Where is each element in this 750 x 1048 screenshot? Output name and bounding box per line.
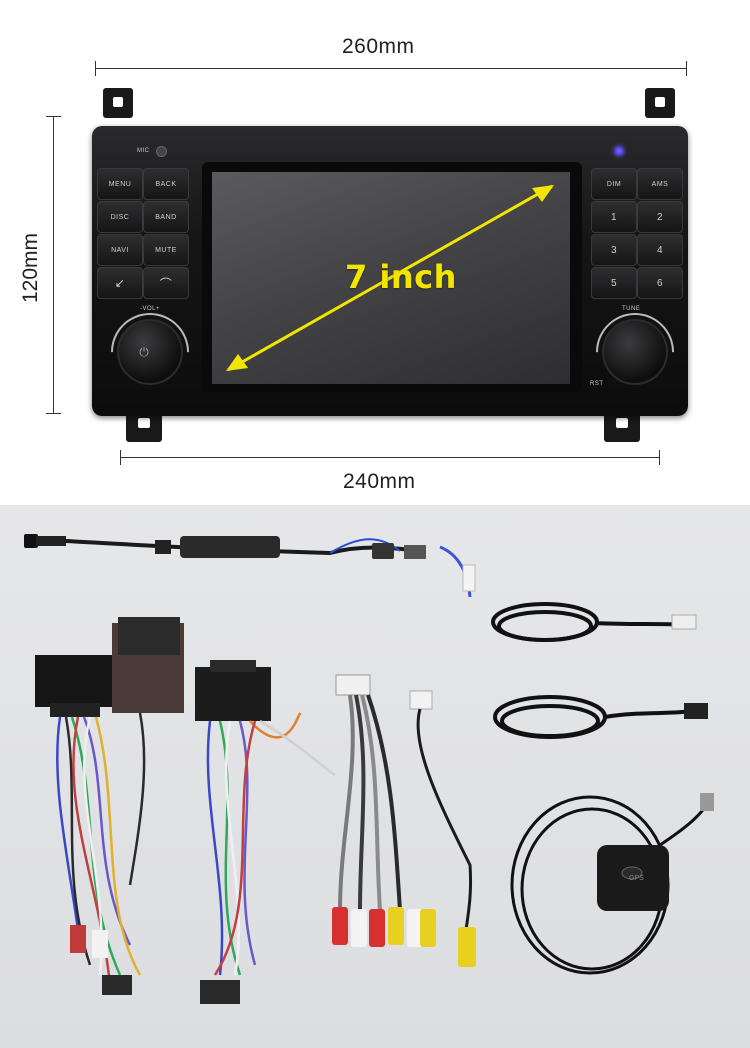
canbus-harness: [195, 660, 336, 1004]
rca-cable-bundle: [332, 674, 476, 967]
accessories-photo: GPS: [0, 505, 750, 1048]
product-diagram: 260mm 120mm 240mm MIC MENU BACK DISC BAN…: [0, 0, 750, 505]
dim-button[interactable]: DIM: [591, 168, 637, 200]
screen-size-label: 7 inch: [345, 258, 457, 296]
status-led-icon: [614, 146, 624, 156]
call-answer-button[interactable]: ↙: [97, 267, 143, 299]
power-icon: ⏻: [139, 345, 149, 359]
volume-label: -VOL+: [140, 306, 161, 312]
diagonal-arrow-icon: [226, 184, 554, 372]
display-screen[interactable]: [212, 172, 570, 384]
ams-button[interactable]: AMS: [637, 168, 683, 200]
navi-button[interactable]: NAVI: [97, 234, 143, 266]
usb-cable-1: [491, 602, 691, 642]
mount-ear-top-right: [645, 88, 675, 118]
preset-1-button[interactable]: 1: [591, 201, 637, 233]
width-dimension-top-label: 260mm: [342, 35, 415, 58]
antenna-adapter-cable: [24, 534, 476, 598]
power-harness: [35, 617, 184, 995]
preset-3-button[interactable]: 3: [591, 234, 637, 266]
preset-6-button[interactable]: 6: [637, 267, 683, 299]
volume-knob[interactable]: [117, 319, 183, 385]
tune-label: TUNE: [622, 306, 641, 312]
height-dimension-line: [46, 116, 61, 414]
microphone-icon: [156, 146, 167, 157]
mount-ear-top-left: [103, 88, 133, 118]
preset-5-button[interactable]: 5: [591, 267, 637, 299]
usb-cable-2: [493, 695, 701, 739]
width-dimension-line-top: [95, 61, 687, 76]
mic-label: MIC: [137, 148, 150, 154]
disc-button[interactable]: DISC: [97, 201, 143, 233]
back-button[interactable]: BACK: [143, 168, 189, 200]
call-hangup-button[interactable]: ⌒: [143, 267, 189, 299]
mute-button[interactable]: MUTE: [143, 234, 189, 266]
width-dimension-line-bottom: [120, 450, 660, 465]
menu-button[interactable]: MENU: [97, 168, 143, 200]
width-dimension-bottom-label: 240mm: [343, 470, 416, 493]
preset-2-button[interactable]: 2: [637, 201, 683, 233]
band-button[interactable]: BAND: [143, 201, 189, 233]
tune-knob[interactable]: [602, 319, 668, 385]
gps-label: GPS: [629, 875, 644, 882]
height-dimension-label: 120mm: [19, 232, 43, 304]
reset-label: RST: [590, 381, 604, 387]
preset-4-button[interactable]: 4: [637, 234, 683, 266]
